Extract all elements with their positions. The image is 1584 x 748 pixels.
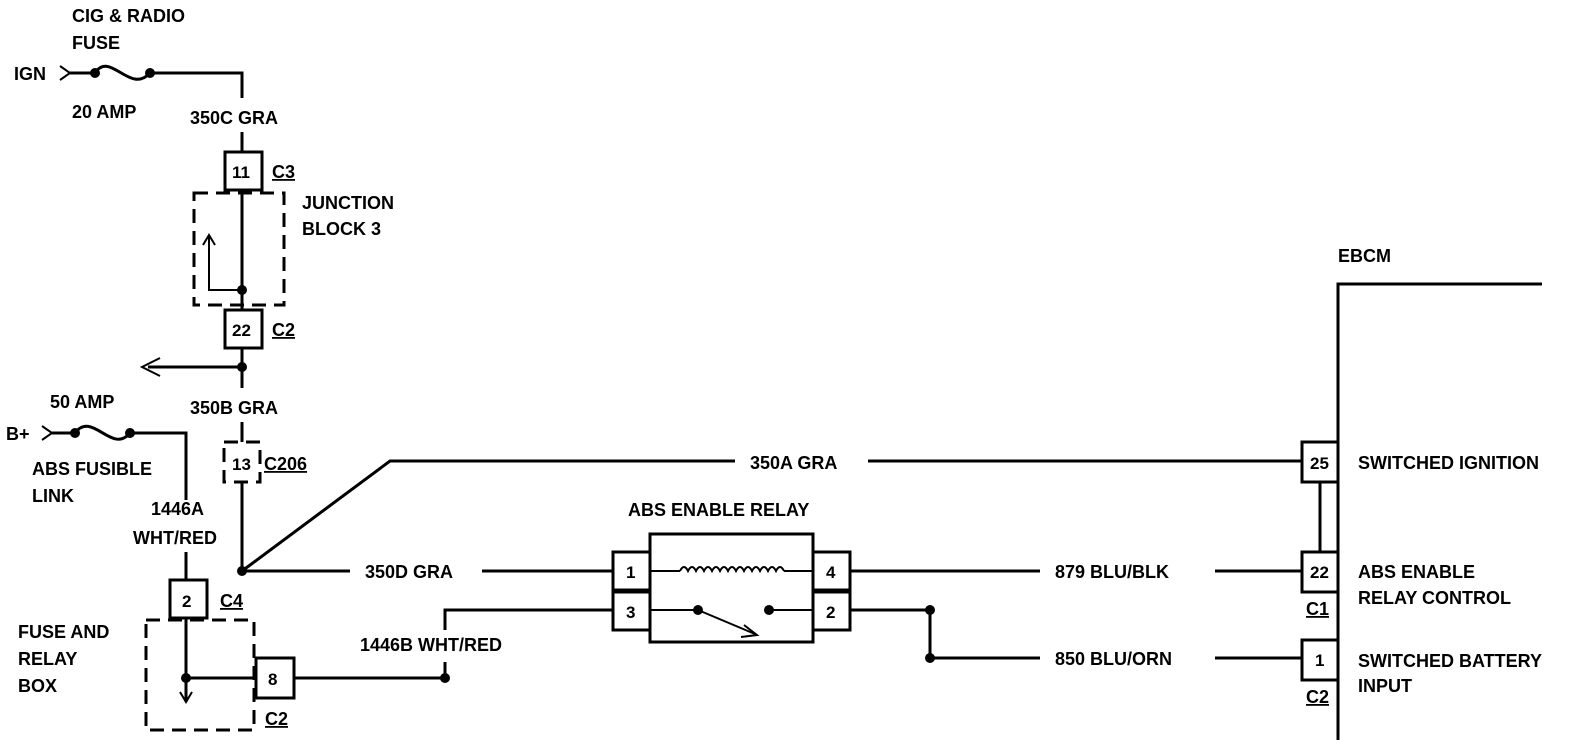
wire-350b-label: 350B GRA [190, 398, 278, 418]
relay-switch-arm-icon [697, 609, 756, 635]
wire-350a-left [241, 459, 735, 573]
ebcm-pin-22: 22 [1310, 563, 1329, 582]
down-arrow-icon [179, 691, 193, 704]
wire-879-label: 879 BLU/BLK [1055, 562, 1169, 582]
junction-block-label-1: JUNCTION [302, 193, 394, 213]
junction-block-label-2: BLOCK 3 [302, 219, 381, 239]
connector-c2-junction: C2 [272, 320, 295, 340]
wire-1446b-label: 1446B WHT/RED [360, 635, 502, 655]
relay-pin-1: 1 [626, 563, 635, 582]
switched-ignition-label: SWITCHED IGNITION [1358, 453, 1539, 473]
fuse-relay-label-1: FUSE AND [18, 622, 109, 642]
up-arrow-icon [202, 233, 216, 246]
ign-label: IGN [14, 64, 46, 84]
junction-block-outline [192, 191, 286, 307]
fuse-relay-label-2: RELAY [18, 649, 77, 669]
bplus-terminal-icon [41, 425, 54, 441]
switched-battery-label-2: INPUT [1358, 676, 1412, 696]
wire-1446b-to-relay3 [443, 608, 613, 630]
fuse-50a-icon [73, 424, 132, 441]
abs-fusible-label-1: ABS FUSIBLE [32, 459, 152, 479]
abs-relay-body [648, 532, 815, 644]
relay-pin-2-box [811, 590, 852, 632]
fb-pin-2: 2 [182, 592, 191, 611]
connector-c2-ebcm: C2 [1306, 687, 1329, 707]
abs-enable-relay-control-label-2: RELAY CONTROL [1358, 588, 1511, 608]
fb-pin-2-box [168, 578, 209, 620]
jb-pin-11: 11 [232, 163, 250, 182]
relay-pin-3: 3 [626, 603, 635, 622]
jb-pin-22-box [223, 308, 264, 350]
connector-c206: C206 [264, 454, 307, 474]
c206-pin-13: 13 [232, 455, 251, 474]
connector-c1-ebcm: C1 [1306, 599, 1329, 619]
relay-pin-1-box [611, 550, 652, 592]
relay-pin-3-box [611, 590, 652, 632]
relay-switch-arrow-icon [740, 624, 760, 638]
wire-350c-label: 350C GRA [190, 108, 278, 128]
fuse-20a-icon [93, 64, 152, 81]
ebcm-outline [1336, 282, 1542, 740]
wire-1446a-label-1: 1446A [151, 499, 204, 519]
fb-pin-8-box [254, 656, 296, 700]
wire-350d-label: 350D GRA [365, 562, 453, 582]
abs-enable-relay-label: ABS ENABLE RELAY [628, 500, 809, 520]
jb-internal-branch [208, 235, 242, 291]
wire-fuse-to-350c [150, 71, 244, 98]
relay-pin-4: 4 [826, 563, 836, 582]
cig-radio-fuse-label-1: CIG & RADIO [72, 6, 185, 26]
switched-battery-label-1: SWITCHED BATTERY [1358, 651, 1542, 671]
ebcm-pin-1: 1 [1315, 651, 1324, 670]
abs-fusible-label-2: LINK [32, 486, 74, 506]
ebcm-pin-25-box [1300, 440, 1340, 484]
left-arrow-icon [139, 357, 161, 377]
wire-850-label: 850 BLU/ORN [1055, 649, 1172, 669]
connector-c2-fuse: C2 [265, 709, 288, 729]
jb-pin-22: 22 [232, 321, 251, 340]
connector-c4: C4 [220, 591, 243, 611]
ebcm-pin-22-box [1300, 550, 1340, 594]
fuse-relay-label-3: BOX [18, 676, 57, 696]
abs-enable-relay-control-label-1: ABS ENABLE [1358, 562, 1475, 582]
wire-350a-label: 350A GRA [750, 453, 837, 473]
fuse-relay-box-outline [144, 618, 256, 732]
ebcm-pin-25: 25 [1310, 454, 1329, 473]
amp20-label: 20 AMP [72, 102, 136, 122]
relay-coil-icon [679, 566, 785, 574]
relay-pin-2: 2 [826, 603, 835, 622]
bplus-label: B+ [6, 424, 30, 444]
wire-1446a-label-2: WHT/RED [133, 528, 217, 548]
ebcm-label: EBCM [1338, 246, 1391, 266]
cig-radio-fuse-label-2: FUSE [72, 33, 120, 53]
connector-c3: C3 [272, 162, 295, 182]
ign-terminal-icon [59, 65, 72, 81]
jb-pin-11-box [223, 150, 264, 192]
ebcm-pin-1-box [1300, 638, 1340, 682]
fb-pin-8: 8 [268, 670, 277, 689]
amp50-label: 50 AMP [50, 392, 114, 412]
wire-50a-to-1446a [130, 431, 188, 500]
